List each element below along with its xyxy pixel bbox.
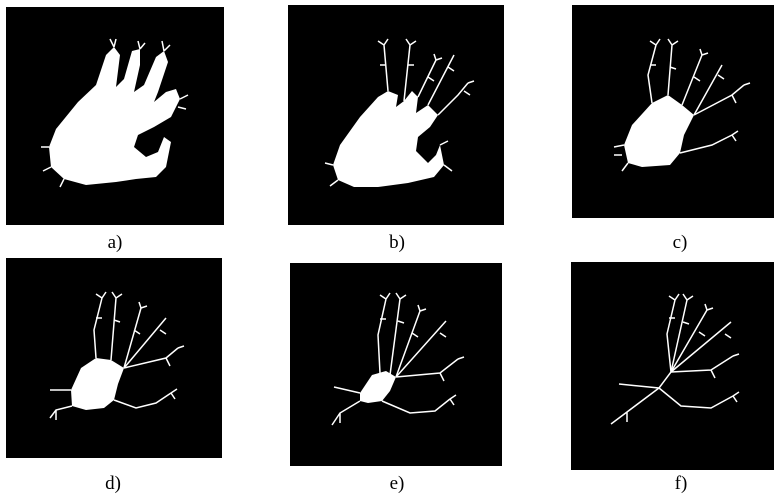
hand-skeleton-stage-image (572, 5, 774, 218)
caption-a: a) (85, 233, 145, 252)
caption-e: e) (367, 474, 427, 493)
hand-skeleton-stage-image (288, 5, 504, 225)
panel-a-image (6, 7, 224, 225)
panel-b-image (288, 5, 504, 225)
caption-b: b) (367, 233, 427, 252)
hand-silhouette-image (6, 7, 224, 225)
panel-c-image (572, 5, 774, 218)
hand-skeleton-final-image (571, 262, 774, 470)
panel-f-image (571, 262, 774, 470)
panel-e-image (290, 263, 502, 466)
caption-f: f) (651, 474, 711, 493)
caption-c: c) (650, 233, 710, 252)
hand-skeleton-stage-image (290, 263, 502, 466)
hand-skeleton-stage-image (6, 258, 222, 458)
panel-d-image (6, 258, 222, 458)
caption-d: d) (83, 474, 143, 493)
